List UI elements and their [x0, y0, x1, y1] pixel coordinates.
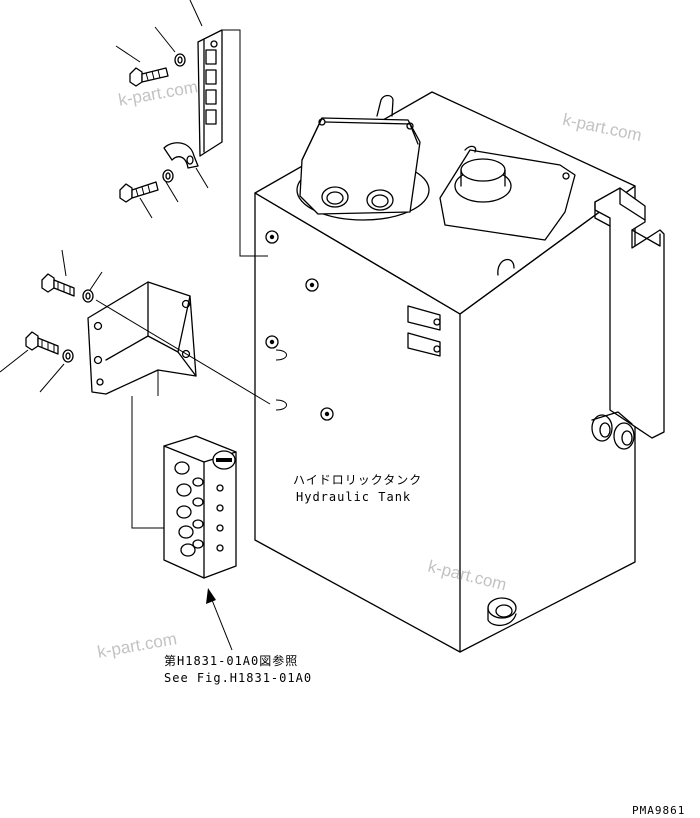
filter-head — [296, 94, 430, 221]
tank-label-english: Hydraulic Tank — [296, 490, 412, 504]
mounting-bracket — [87, 281, 271, 405]
clamp — [163, 142, 209, 189]
drawing-code: PMA9861 — [632, 804, 686, 817]
side-bracket — [591, 187, 665, 450]
reference-japanese: 第H1831-01A0図参照 — [164, 654, 299, 668]
reference-english: See Fig.H1831-01A0 — [164, 671, 313, 685]
tank-label-japanese: ハイドロリックタンク — [293, 473, 423, 487]
upper-bolt — [115, 0, 203, 87]
terminal-strip — [197, 29, 268, 257]
breather-cap — [439, 145, 576, 241]
middle-bolt — [119, 169, 179, 219]
bracket-bolt-upper — [41, 249, 103, 303]
valve-block — [131, 396, 237, 651]
bracket-bolt-lower — [0, 331, 74, 393]
